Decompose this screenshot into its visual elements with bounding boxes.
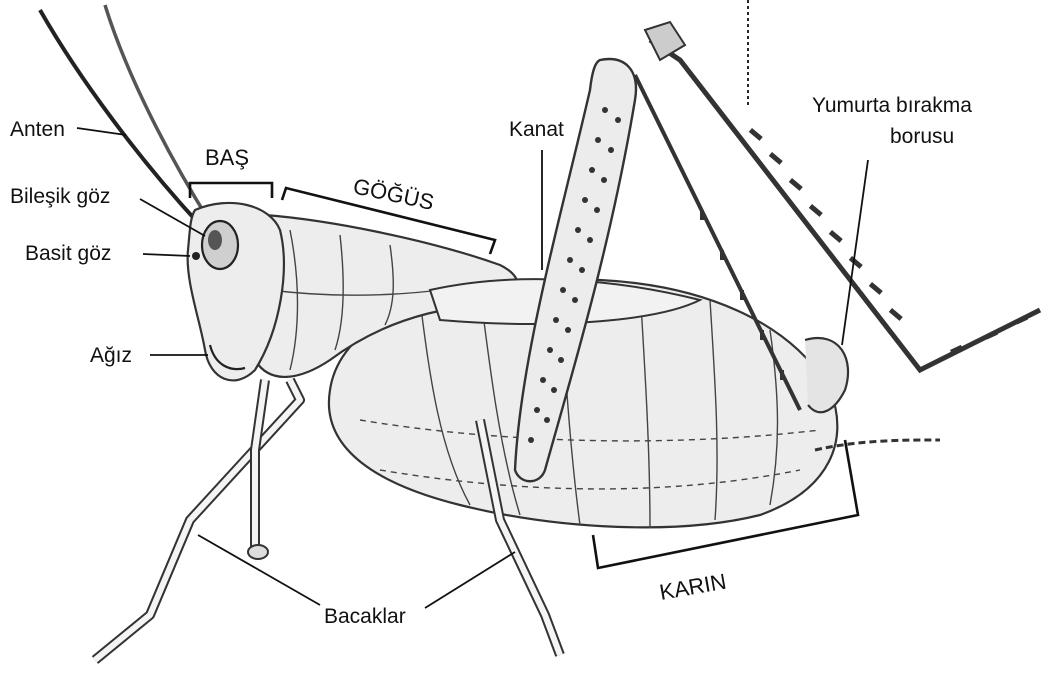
front-leg-1 — [95, 380, 300, 660]
label-basit-goz: Basit göz — [25, 242, 111, 265]
label-bilesik-goz: Bileşik göz — [10, 185, 110, 208]
label-kanat: Kanat — [509, 118, 564, 141]
antenna-right — [105, 5, 210, 222]
label-bas: BAŞ — [205, 145, 249, 170]
front-leg-2-foot — [248, 545, 268, 559]
simple-eye-leader — [143, 254, 190, 256]
label-agiz: Ağız — [90, 344, 132, 367]
hind-leg-far-spines — [749, 128, 1028, 355]
hind-leg-knee — [645, 22, 685, 60]
label-bacaklar: Bacaklar — [324, 605, 406, 628]
head-bracket — [190, 183, 272, 198]
label-anten: Anten — [10, 118, 65, 141]
front-leg-1-inner — [95, 380, 300, 660]
ovipositor — [805, 338, 848, 412]
label-gogus: GÖĞÜS — [351, 173, 436, 214]
simple-eye — [192, 252, 200, 260]
compound-eye-pupil — [208, 230, 222, 250]
ovipositor-leader — [842, 160, 868, 345]
label-karin: KARIN — [658, 569, 729, 605]
label-yumurta-line1: Yumurta bırakma — [812, 94, 972, 117]
legs-leader-right — [425, 552, 515, 608]
label-yumurta-line2: borusu — [890, 125, 954, 148]
